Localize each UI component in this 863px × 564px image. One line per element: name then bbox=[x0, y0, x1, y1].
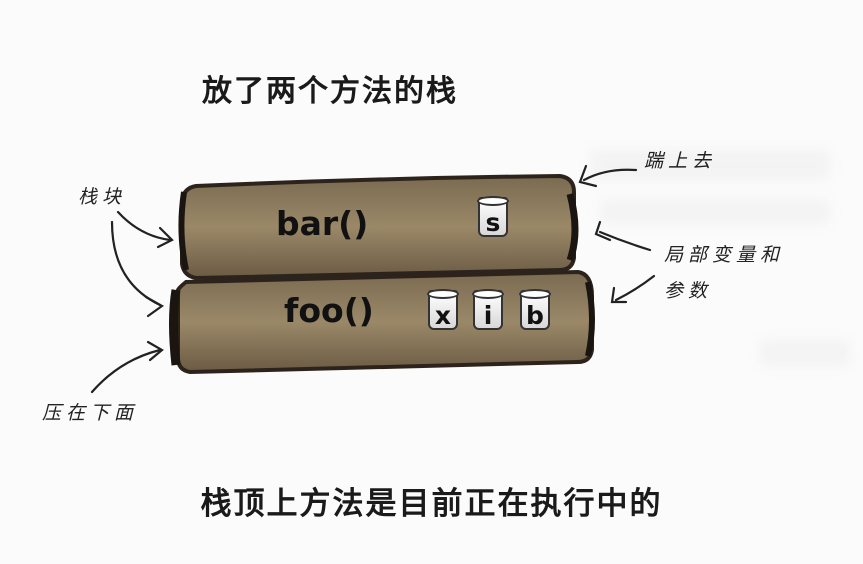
variable-cup-i: i bbox=[472, 289, 504, 330]
page-title: 放了两个方法的栈 bbox=[202, 74, 458, 109]
variable-name: s bbox=[485, 208, 501, 237]
arrowhead bbox=[594, 220, 612, 242]
stack-frame-bar bbox=[178, 173, 579, 281]
arrowhead bbox=[146, 340, 164, 362]
background-smudge bbox=[600, 200, 830, 224]
background-smudge bbox=[590, 150, 830, 180]
arrowhead bbox=[610, 286, 628, 304]
frame-label-foo: foo() bbox=[284, 291, 374, 330]
arrow-to-bar-vars bbox=[598, 230, 652, 252]
annotation-params: 参数 bbox=[664, 280, 713, 302]
arrowhead bbox=[144, 295, 165, 318]
arrowhead bbox=[578, 164, 598, 188]
variable-cup-x: x bbox=[427, 289, 459, 330]
annotation-pushed-below: 压在下面 bbox=[42, 402, 139, 424]
caption: 栈顶上方法是目前正在执行中的 bbox=[200, 486, 663, 522]
variable-name: i bbox=[483, 301, 493, 330]
arrow-to-foo bbox=[110, 220, 162, 307]
variable-cup-s: s bbox=[477, 196, 509, 237]
frame-label-bar: bar() bbox=[276, 204, 369, 243]
background-smudge bbox=[760, 340, 850, 366]
arrow-to-foo-vars bbox=[614, 274, 656, 302]
variable-name: b bbox=[526, 301, 544, 330]
arrowhead bbox=[156, 226, 174, 249]
annotation-pushed-on: 踹上去 bbox=[644, 150, 717, 172]
variable-name: x bbox=[434, 301, 452, 330]
annotation-local-vars: 局部变量和 bbox=[664, 244, 785, 266]
arrow-to-bar bbox=[116, 210, 172, 242]
annotation-stack-frames: 栈块 bbox=[78, 186, 127, 208]
arrow-pushed-below bbox=[90, 348, 162, 394]
arrow-pushed-on bbox=[582, 168, 638, 182]
variable-cup-b: b bbox=[519, 289, 551, 330]
